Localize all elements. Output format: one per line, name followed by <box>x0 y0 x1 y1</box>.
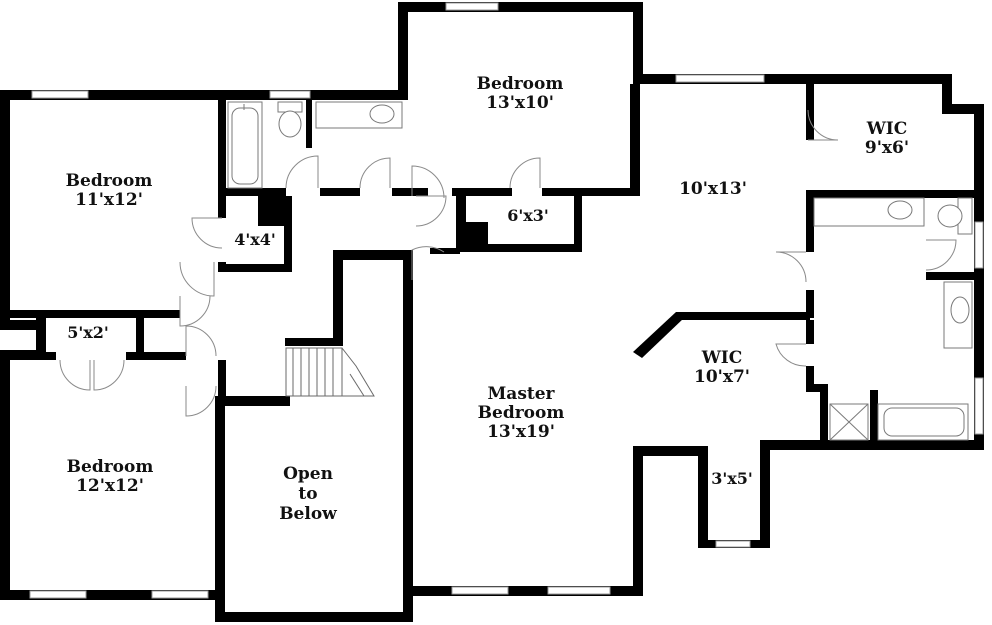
room-size-wic-center: 10'x7' <box>694 367 750 387</box>
room-size-closet-5x2: 5'x2' <box>67 323 109 342</box>
room-size-closet-6x3: 6'x3' <box>507 206 549 225</box>
room-size-bedroom-sw: 12'x12' <box>76 476 144 496</box>
room-name-bedroom-sw: Bedroom <box>67 457 154 477</box>
door-swings <box>59 109 957 417</box>
room-size-wic-ne: 9'x6' <box>865 138 909 158</box>
open-below-line-3: Below <box>279 504 337 524</box>
staircase <box>285 347 375 397</box>
room-size-bedroom-n: 13'x10' <box>486 93 554 113</box>
open-below-line-1: Open <box>283 464 333 484</box>
room-name-master-2: Bedroom <box>478 403 565 423</box>
angled-wall <box>633 312 684 358</box>
room-name-master-1: Master <box>487 384 555 404</box>
room-labels: Bedroom 11'x12' Bedroom 13'x10' Bedroom … <box>66 74 909 524</box>
room-size-sitting: 10'x13' <box>679 179 747 199</box>
room-size-closet-4x4: 4'x4' <box>234 230 276 249</box>
bathroom-fixtures <box>227 101 973 441</box>
room-name-wic-ne: WIC <box>866 119 908 139</box>
room-name-bedroom-n: Bedroom <box>477 74 564 94</box>
windows <box>29 2 984 599</box>
room-name-wic-center: WIC <box>701 348 743 368</box>
interior-walls <box>10 84 976 446</box>
open-below-line-2: to <box>298 484 317 504</box>
room-name-bedroom-nw: Bedroom <box>66 171 153 191</box>
room-size-master: 13'x19' <box>487 422 555 442</box>
room-size-bedroom-nw: 11'x12' <box>75 190 143 210</box>
room-size-closet-3x5: 3'x5' <box>711 469 753 488</box>
